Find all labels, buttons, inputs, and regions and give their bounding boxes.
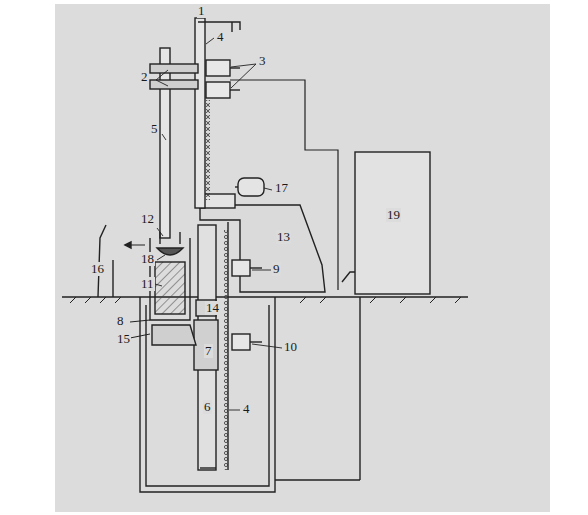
callout-number: 18 bbox=[140, 252, 155, 266]
callout-number: 12 bbox=[140, 212, 155, 226]
callout-number: 6 bbox=[203, 400, 212, 414]
callout-number: 2 bbox=[140, 70, 149, 84]
callout-number: 8 bbox=[116, 314, 125, 328]
callout-number: 13 bbox=[276, 230, 291, 244]
callout-number: 1 bbox=[197, 4, 206, 18]
callout-number: 11 bbox=[140, 277, 155, 291]
callout-number: 14 bbox=[205, 301, 220, 315]
callout-number: 3 bbox=[258, 54, 267, 68]
callout-number: 9 bbox=[272, 262, 281, 276]
callout-number: 4 bbox=[216, 30, 225, 44]
callout-number: 10 bbox=[283, 340, 298, 354]
callout-number: 16 bbox=[90, 262, 105, 276]
callout-number: 7 bbox=[204, 344, 213, 358]
callout-number: 4 bbox=[242, 402, 251, 416]
callout-number: 15 bbox=[116, 332, 131, 346]
callout-number: 19 bbox=[386, 208, 401, 222]
callout-number: 5 bbox=[150, 122, 159, 136]
callout-number: 17 bbox=[274, 181, 289, 195]
